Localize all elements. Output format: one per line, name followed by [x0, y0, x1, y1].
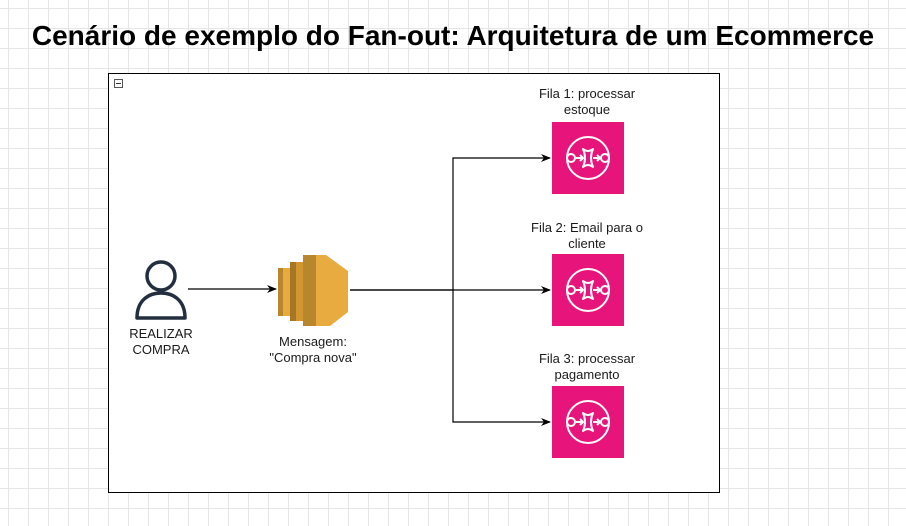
- queue-2-label: Fila 2: Email para o cliente: [531, 220, 643, 251]
- diagram-title: Cenário de exemplo do Fan-out: Arquitetu…: [31, 20, 875, 51]
- queue-1-label: Fila 1: processar estoque: [538, 86, 636, 117]
- user-label: REALIZAR COMPRA: [129, 326, 193, 357]
- topic-label: Mensagem: "Compra nova": [269, 334, 357, 365]
- queue-2-node[interactable]: [552, 254, 624, 326]
- collapse-toggle-icon[interactable]: [114, 79, 123, 88]
- edge-topic-to-queue-3: [452, 290, 551, 426]
- queue-3-label: Fila 3: processar pagamento: [538, 351, 636, 382]
- sqs-queue-icon: [566, 136, 610, 180]
- queue-1-node[interactable]: [552, 122, 624, 194]
- queue-3-node[interactable]: [552, 386, 624, 458]
- sns-topic-icon[interactable]: [278, 255, 348, 326]
- sqs-queue-icon: [566, 268, 610, 312]
- sqs-queue-icon: [566, 400, 610, 444]
- user-icon[interactable]: [135, 260, 187, 320]
